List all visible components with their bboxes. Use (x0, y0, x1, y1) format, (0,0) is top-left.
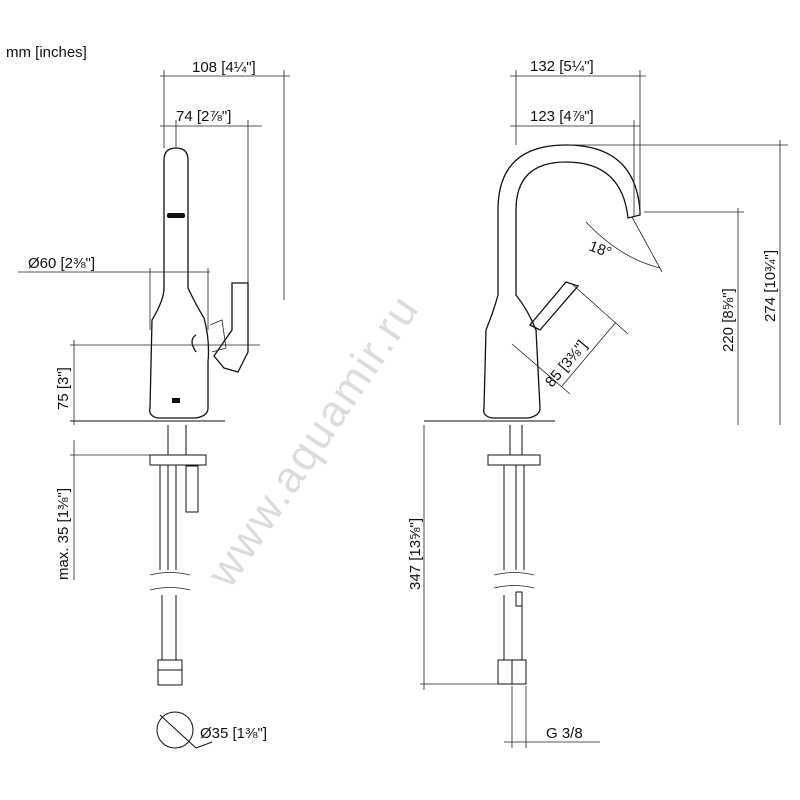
total-height-label: 274 [10¾"] (762, 250, 779, 322)
hose-length-label: 347 [13⅝"] (407, 518, 424, 590)
right-hose-fitting-1 (497, 659, 513, 685)
base-diameter-label: Ø60 [2⅜"] (28, 255, 95, 272)
hole-diameter-symbol (156, 711, 194, 749)
right-faucet-body (483, 144, 641, 419)
left-width-label: 108 [4¼"] (192, 59, 256, 76)
left-reach-label: 74 [2⅞"] (176, 108, 231, 125)
right-mount-nut (487, 454, 541, 466)
lever-length-label: 85 [3⅜"] (542, 337, 591, 390)
handle-height-label: 75 [3"] (55, 367, 72, 410)
right-hose-fitting-2 (511, 659, 527, 685)
right-reach-label: 123 [4⅞"] (530, 108, 594, 125)
left-handle (213, 282, 249, 373)
outlet-height-label: 220 [8⅝"] (720, 288, 737, 352)
right-lever (528, 281, 580, 331)
left-view: 108 [4¼"] 74 [2⅞"] Ø60 [2⅜"] 75 [3"] max… (18, 59, 290, 749)
watermark: www.aquamir.ru (197, 285, 429, 596)
right-view: 132 [5¼"] 123 [4⅞"] 18° 85 [3⅜"] 220 [8⅝… (407, 58, 788, 748)
thread-label: G 3/8 (546, 725, 583, 742)
left-mount-nut (149, 454, 207, 466)
units-label: mm [inches] (6, 44, 87, 61)
angle-label: 18° (587, 238, 614, 262)
left-hose-fitting (157, 659, 183, 686)
max-deck-label: max. 35 [1⅜"] (55, 488, 72, 580)
right-width-label: 132 [5¼"] (530, 58, 594, 75)
hole-diameter-label: Ø35 [1⅜"] (200, 725, 267, 742)
left-faucet-body (149, 147, 210, 419)
